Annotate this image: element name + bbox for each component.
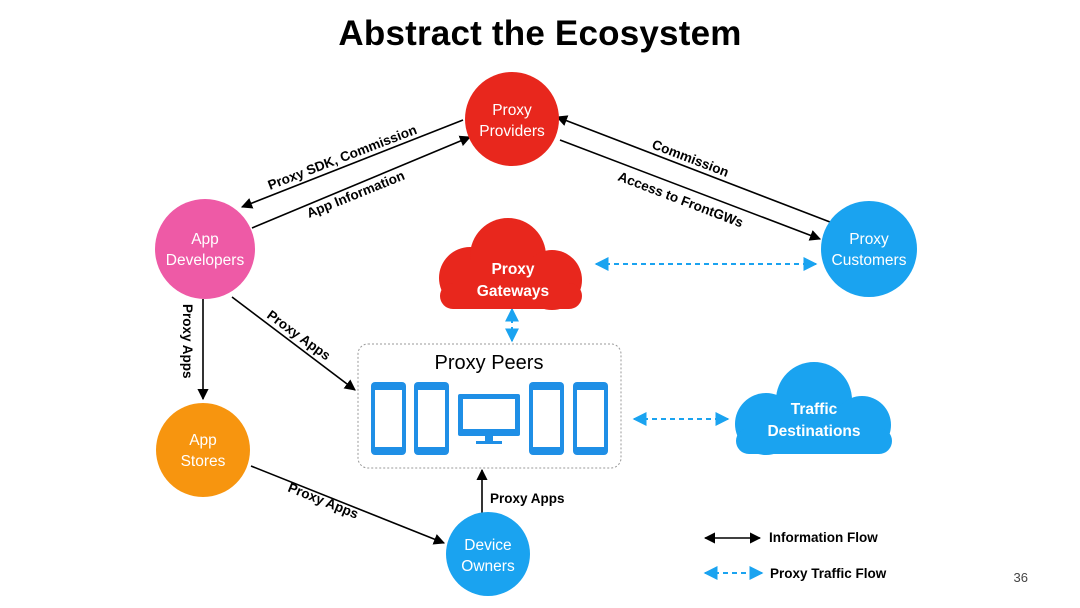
node-label-line-1: Proxy bbox=[492, 102, 532, 119]
legend: Information Flow Proxy Traffic Flow bbox=[703, 530, 887, 581]
cloud-icon bbox=[735, 362, 892, 455]
node-label-line-1: App bbox=[189, 432, 217, 449]
cloud-icon bbox=[439, 218, 582, 310]
arrow-developers-to-providers bbox=[251, 135, 472, 229]
node-app-developers: App Developers bbox=[155, 199, 255, 299]
monitor-icon bbox=[458, 394, 520, 444]
legend-information-flow: Information Flow bbox=[703, 530, 878, 545]
phone-icon bbox=[414, 382, 449, 455]
node-label-line-2: Stores bbox=[181, 453, 226, 470]
node-label-line-1: App bbox=[191, 231, 219, 248]
page-number: 36 bbox=[1013, 570, 1028, 585]
node-label-line-1: Device bbox=[464, 537, 511, 554]
node-label-line-1: Proxy bbox=[491, 261, 534, 278]
node-label-line-2: Destinations bbox=[767, 423, 860, 440]
node-label-line-2: Gateways bbox=[477, 283, 549, 300]
node-app-stores: App Stores bbox=[156, 403, 250, 497]
legend-proxy-traffic-flow-label: Proxy Traffic Flow bbox=[770, 566, 887, 581]
legend-information-flow-label: Information Flow bbox=[769, 530, 878, 545]
phone-icon bbox=[573, 382, 608, 455]
edge-label-proxy-apps-dev-peers: Proxy Apps bbox=[264, 307, 333, 363]
node-label-line-1: Proxy bbox=[849, 231, 889, 248]
arrow-customers-to-providers bbox=[555, 115, 831, 223]
arrow-developers-to-peers bbox=[231, 296, 356, 391]
arrow-stores-to-owners bbox=[250, 465, 446, 545]
traffic-flow-arrows bbox=[505, 257, 818, 426]
legend-proxy-traffic-flow: Proxy Traffic Flow bbox=[703, 566, 887, 581]
edge-label-proxy-apps-owner-peers: Proxy Apps bbox=[490, 491, 565, 506]
node-label-line-2: Developers bbox=[166, 252, 245, 269]
arrow-providers-to-developers bbox=[240, 119, 464, 209]
slide-title: Abstract the Ecosystem bbox=[338, 14, 742, 53]
phone-icon bbox=[371, 382, 406, 455]
node-proxy-peers: Proxy Peers bbox=[357, 343, 622, 469]
arrow-providers-to-customers bbox=[559, 139, 822, 241]
node-proxy-customers: Proxy Customers bbox=[821, 201, 917, 297]
edge-label-commission: Commission bbox=[650, 137, 731, 180]
proxy-peers-title: Proxy Peers bbox=[435, 352, 544, 374]
phone-icon bbox=[529, 382, 564, 455]
edge-label-proxy-apps-store-owner: Proxy Apps bbox=[286, 480, 361, 522]
node-proxy-providers: Proxy Providers bbox=[465, 72, 559, 166]
node-label-line-2: Owners bbox=[461, 558, 515, 575]
node-label-line-1: Traffic bbox=[791, 401, 838, 418]
node-label-line-2: Providers bbox=[479, 123, 545, 140]
node-label-line-2: Customers bbox=[832, 252, 907, 269]
info-flow-arrows bbox=[197, 115, 831, 545]
edge-label-proxy-apps-dev-store: Proxy Apps bbox=[180, 304, 195, 379]
node-traffic-destinations: Traffic Destinations bbox=[735, 362, 892, 455]
node-device-owners: Device Owners bbox=[446, 512, 530, 596]
node-proxy-gateways: Proxy Gateways bbox=[439, 218, 582, 310]
